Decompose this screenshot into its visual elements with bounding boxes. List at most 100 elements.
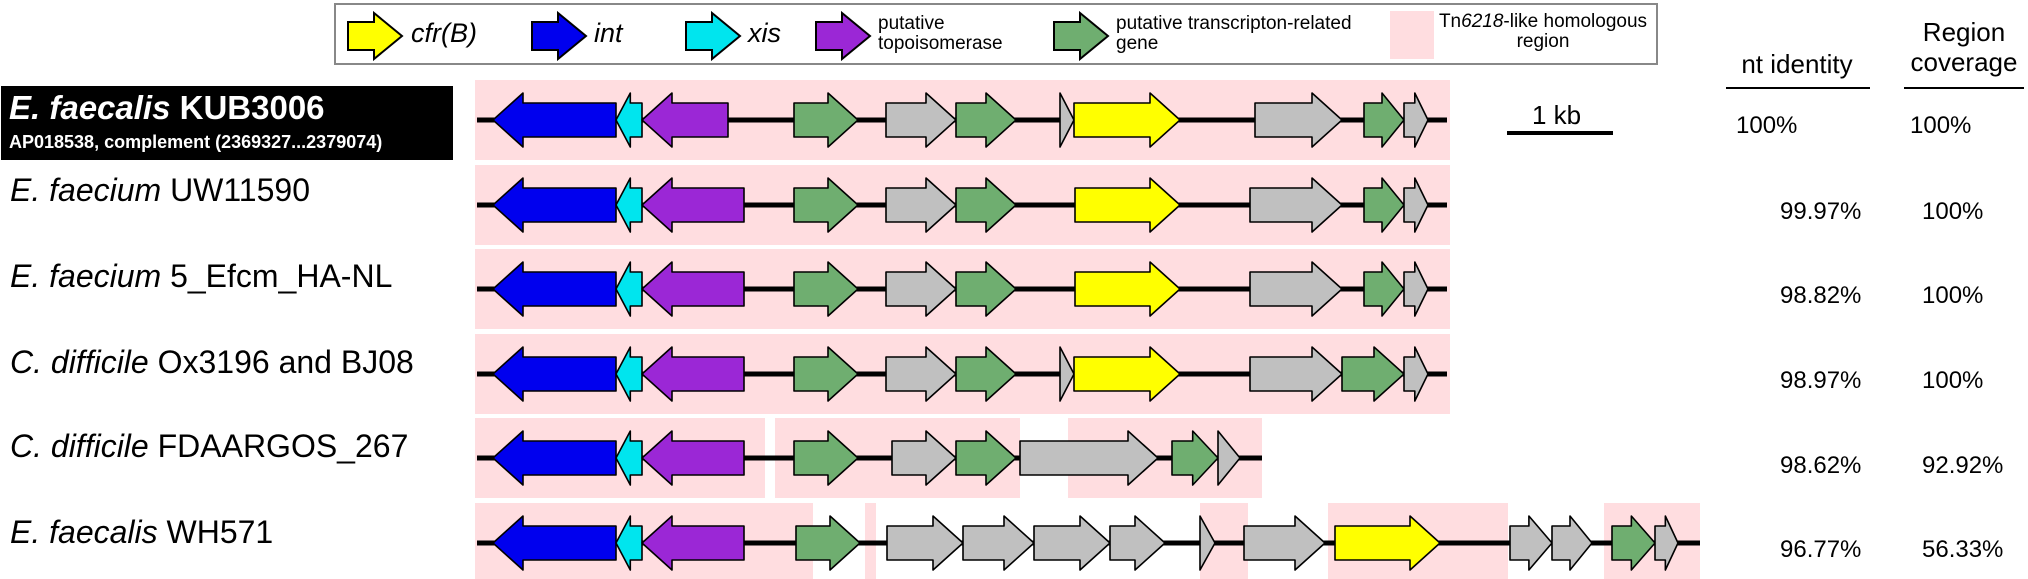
gene-arrow-other-0-10 — [1403, 92, 1429, 148]
organism-label-5: E. faecalis WH571 — [10, 514, 274, 550]
legend-label-topo: putative topoisomerase — [878, 13, 1003, 54]
gene-arrow-other-2-7 — [1249, 261, 1343, 317]
coverage-value-4: 92.92% — [1922, 452, 2004, 479]
gene-arrow-other-5-11 — [1509, 515, 1553, 571]
gene-arrow-other-1-7 — [1249, 177, 1343, 233]
legend-swatch-topo — [815, 10, 872, 62]
gene-arrow-other-4-8 — [1217, 430, 1241, 486]
gene-arrow-other-0-8 — [1254, 92, 1343, 148]
gene-arrow-int-0-0 — [492, 92, 617, 148]
gene-arrow-other-3-6 — [1059, 346, 1075, 402]
legend-swatch-cfrb — [347, 10, 404, 62]
identity-value-3: 98.97% — [1780, 367, 1862, 394]
gene-arrow-topo-4-2 — [641, 430, 745, 486]
coverage-value-3: 100% — [1922, 367, 1984, 394]
gene-arrow-topo-1-2 — [641, 177, 745, 233]
gene-arrow-trans-0-5 — [955, 92, 1017, 148]
gene-arrow-cfrB-5-10 — [1334, 515, 1441, 571]
gene-arrow-xis-4-1 — [615, 430, 643, 486]
gene-arrow-other-5-14 — [1654, 515, 1679, 571]
gene-arrow-other-5-5 — [962, 515, 1035, 571]
organism-label-4: C. difficile FDAARGOS_267 — [10, 428, 409, 464]
gene-arrow-other-5-8 — [1199, 515, 1216, 571]
gene-arrow-xis-0-1 — [615, 92, 643, 148]
gene-arrow-cfrB-3-7 — [1073, 346, 1181, 402]
gene-arrow-trans-0-3 — [793, 92, 859, 148]
gene-arrow-trans-3-9 — [1341, 346, 1405, 402]
legend-swatches — [347, 10, 1434, 62]
scale-bar-label: 1 kb — [1532, 100, 1582, 130]
gene-arrow-other-0-4 — [885, 92, 957, 148]
gene-arrow-int-2-0 — [492, 261, 617, 317]
organism-label-1: E. faecium UW11590 — [10, 172, 310, 208]
legend-label-region: Tn6218-like homologous region — [1438, 11, 1648, 52]
legend-swatch-xis — [685, 10, 742, 62]
gene-arrow-trans-4-3 — [793, 430, 859, 486]
gene-arrow-cfrB-0-7 — [1073, 92, 1181, 148]
gene-arrow-cfrB-1-6 — [1074, 177, 1181, 233]
coverage-value-2: 100% — [1922, 282, 1984, 309]
identity-value-4: 98.62% — [1780, 452, 1862, 479]
gene-arrow-trans-1-8 — [1363, 177, 1405, 233]
gene-arrow-other-1-4 — [885, 177, 957, 233]
gene-arrow-other-5-9 — [1243, 515, 1326, 571]
gene-arrow-other-5-7 — [1109, 515, 1166, 571]
identity-value-2: 98.82% — [1780, 282, 1862, 309]
gene-arrow-other-3-4 — [885, 346, 957, 402]
gene-arrow-other-5-4 — [886, 515, 964, 571]
legend: cfr(B) int xis putative topoisomerase pu… — [334, 3, 1658, 65]
organism-label-0: E. faecalis KUB3006 AP018538, complement… — [1, 86, 453, 160]
gene-arrow-trans-2-8 — [1363, 261, 1405, 317]
gene-arrow-int-3-0 — [492, 346, 617, 402]
identity-value-0: 100% — [1736, 112, 1798, 139]
gene-arrow-topo-5-2 — [641, 515, 745, 571]
gene-arrow-other-2-4 — [885, 261, 957, 317]
gene-arrow-other-2-9 — [1403, 261, 1429, 317]
gene-arrow-other-3-8 — [1249, 346, 1343, 402]
gene-arrow-cfrB-2-6 — [1074, 261, 1181, 317]
organism-label-3: C. difficile Ox3196 and BJ08 — [10, 344, 414, 380]
gene-arrow-int-1-0 — [492, 177, 617, 233]
gene-arrow-xis-3-1 — [615, 346, 643, 402]
gene-arrow-topo-2-2 — [641, 261, 745, 317]
coverage-value-5: 56.33% — [1922, 536, 2004, 563]
gene-arrow-xis-1-1 — [615, 177, 643, 233]
gene-arrow-trans-5-3 — [795, 515, 861, 571]
legend-swatch-int — [531, 10, 588, 62]
gene-arrow-int-5-0 — [492, 515, 617, 571]
coverage-value-0: 100% — [1910, 112, 1972, 139]
legend-label-trans: putative transcripton-related gene — [1116, 13, 1352, 54]
gene-arrow-xis-5-1 — [615, 515, 643, 571]
gene-arrow-topo-0-2 — [641, 92, 729, 148]
legend-label-xis: xis — [748, 18, 781, 48]
gene-arrow-other-4-4 — [891, 430, 957, 486]
gene-arrow-trans-0-9 — [1363, 92, 1405, 148]
coverage-value-1: 100% — [1922, 198, 1984, 225]
header-region-coverage: Region coverage — [1910, 17, 2018, 77]
legend-swatch-trans — [1053, 10, 1110, 62]
gene-arrow-other-0-6 — [1059, 92, 1075, 148]
gene-arrow-trans-3-5 — [955, 346, 1017, 402]
gene-arrow-trans-1-5 — [955, 177, 1017, 233]
gene-arrow-trans-4-7 — [1171, 430, 1219, 486]
gene-arrow-trans-2-3 — [793, 261, 859, 317]
gene-arrow-trans-2-5 — [955, 261, 1017, 317]
gene-arrow-topo-3-2 — [641, 346, 745, 402]
gene-arrow-trans-1-3 — [793, 177, 859, 233]
gene-arrow-other-5-6 — [1033, 515, 1111, 571]
identity-value-5: 96.77% — [1780, 536, 1862, 563]
gene-arrow-trans-3-3 — [793, 346, 859, 402]
gene-arrow-other-3-10 — [1403, 346, 1429, 402]
organism-label-2: E. faecium 5_Efcm_HA-NL — [10, 258, 393, 294]
header-nt-identity: nt identity — [1741, 49, 1853, 79]
gene-arrow-int-4-0 — [492, 430, 617, 486]
gene-arrow-trans-5-13 — [1611, 515, 1656, 571]
gene-arrow-other-5-12 — [1551, 515, 1593, 571]
identity-value-1: 99.97% — [1780, 198, 1862, 225]
gene-arrow-other-1-9 — [1403, 177, 1429, 233]
legend-label-cfrb: cfr(B) — [411, 18, 477, 48]
gene-arrow-xis-2-1 — [615, 261, 643, 317]
legend-swatch-region — [1390, 11, 1434, 59]
gene-arrow-other-4-6 — [1019, 430, 1159, 486]
